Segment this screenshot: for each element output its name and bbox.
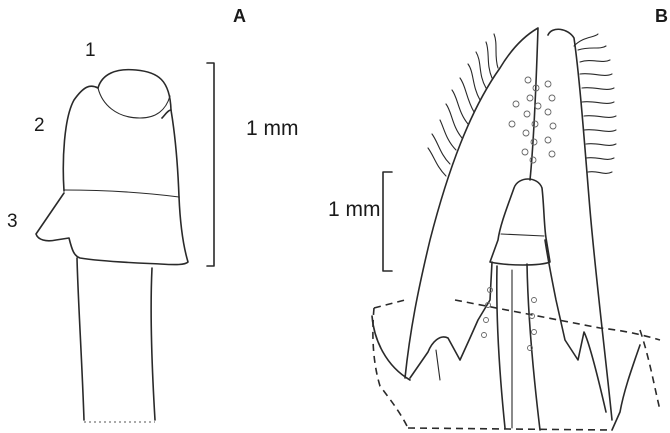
right-lobe-inner [545, 240, 606, 412]
part-label-2: 2 [34, 115, 45, 136]
panel-b-letter: B [655, 6, 668, 26]
panel-a: A 1 2 3 1 mm [7, 6, 299, 422]
left-lobe-inner [410, 262, 492, 378]
appendage-stalk [77, 258, 155, 420]
base-top-right-dashed [455, 300, 660, 410]
segment-1-outline [98, 70, 171, 118]
base-top-left-dashed [374, 300, 405, 308]
right-lobe-outer [548, 29, 612, 420]
central-rods [497, 264, 540, 430]
left-lobe-rib [436, 350, 440, 380]
segment-2-outline [63, 86, 179, 197]
part-label-3: 3 [7, 211, 18, 232]
base-solid-outline [372, 316, 640, 430]
central-appendage-suture [501, 234, 544, 236]
segment-suture [64, 190, 179, 197]
cell-texture [482, 77, 557, 351]
scale-label-a: 1 mm [246, 117, 299, 140]
appendage-drawing-a [36, 70, 188, 422]
base-bottom-dashed [408, 428, 610, 430]
panel-a-letter: A [233, 6, 246, 26]
setae-left [428, 34, 498, 176]
scale-label-b: 1 mm [328, 198, 381, 221]
part-label-1: 1 [85, 40, 96, 61]
central-appendage [490, 179, 550, 265]
base-left-dashed [373, 308, 408, 428]
segment-1-dome [98, 88, 170, 118]
left-lobe-outer [405, 28, 538, 378]
panel-b: B 1 mm [328, 6, 668, 430]
scale-bar-a [207, 63, 214, 266]
scale-bar-b [383, 172, 392, 271]
segment-3-outline [36, 193, 188, 265]
specimen-drawing-b [372, 28, 660, 430]
